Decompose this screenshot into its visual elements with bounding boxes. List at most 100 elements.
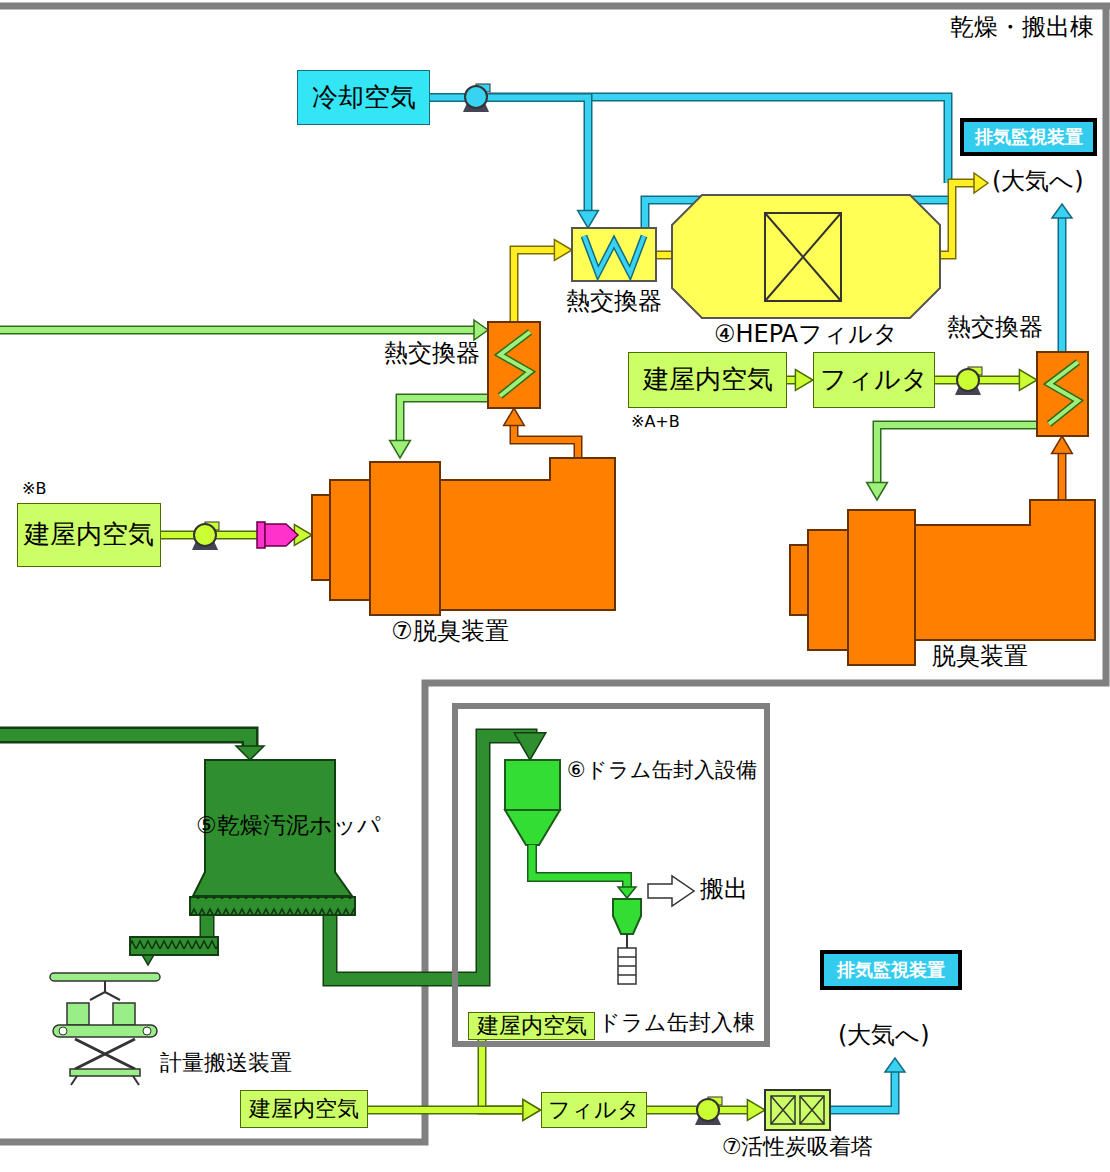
burner-symbol xyxy=(257,522,298,548)
drawing-part xyxy=(830,1070,895,1110)
flow-connector xyxy=(1052,436,1073,500)
heat-exchanger-shape xyxy=(1037,352,1088,436)
drawing-part xyxy=(130,937,218,955)
drawing-part xyxy=(532,845,627,888)
connector-line xyxy=(514,250,558,322)
drawing-part xyxy=(830,1070,895,1110)
node-label: 建屋内空気 xyxy=(477,1013,587,1038)
flow-connector xyxy=(514,240,572,322)
arrowhead xyxy=(554,240,572,261)
drawing-part xyxy=(808,530,848,650)
drawing-part xyxy=(618,948,636,984)
drawing-part xyxy=(67,1003,89,1025)
drawing-part xyxy=(130,937,218,955)
node-label: 冷却空気 xyxy=(312,83,416,113)
drawing-part xyxy=(75,1039,135,1069)
air-source-box: 建屋内空気 xyxy=(468,1012,595,1040)
drawing-part xyxy=(940,183,976,255)
drawing-part xyxy=(53,1025,157,1037)
drawing-part xyxy=(505,760,560,810)
connector-outline xyxy=(1058,450,1067,500)
flow-connector xyxy=(787,370,813,391)
exhaust-line xyxy=(1052,204,1072,352)
carry-out-arrow xyxy=(648,876,694,906)
connector-line xyxy=(877,425,1037,486)
arrowhead xyxy=(747,1100,765,1121)
node-label: 熱交換器 xyxy=(562,288,666,316)
connector-outline xyxy=(368,1106,526,1115)
drawing-part xyxy=(584,236,644,273)
drawing-part xyxy=(957,369,979,391)
heat-exchanger-shape xyxy=(488,322,540,408)
drawing-part xyxy=(626,934,628,948)
node-label: 建屋内空気 xyxy=(249,1096,359,1121)
drawing-part xyxy=(440,458,615,610)
connector-outline xyxy=(514,250,558,322)
drawing-part xyxy=(0,735,250,748)
drawing-part xyxy=(618,974,636,976)
arrowhead xyxy=(1052,436,1073,454)
node-label: ドラム缶封入棟 xyxy=(598,1010,755,1035)
drawing-part xyxy=(0,6,1106,1142)
drawing-part xyxy=(236,746,264,760)
drum-filling-unit-shape xyxy=(505,760,645,990)
pump-symbol xyxy=(463,84,490,112)
drawing-part xyxy=(70,1069,140,1076)
exhaust-line xyxy=(940,173,988,255)
drawing-part xyxy=(1049,362,1078,424)
hepa-filter-shape xyxy=(672,195,940,318)
building-frame xyxy=(0,6,1110,1142)
flow-connector xyxy=(656,255,672,256)
monitor-box: 排気監視装置 xyxy=(960,118,1097,156)
air-source-box: 建屋内空気※A+B xyxy=(628,352,787,408)
drawing-part xyxy=(465,86,487,108)
heat-exchanger: 熱交換器 xyxy=(1037,352,1088,436)
arrowhead xyxy=(390,440,411,458)
node-label: フィルタ xyxy=(548,1097,640,1122)
node-label: 排気監視装置 xyxy=(837,960,945,981)
drawing-part xyxy=(50,973,160,981)
connector-line xyxy=(1059,450,1065,500)
pump-symbol xyxy=(695,1097,722,1125)
drawing-part xyxy=(505,810,560,845)
outlet-note: (大気へ) xyxy=(838,1022,930,1050)
connector-line xyxy=(656,252,672,258)
drawing-part xyxy=(257,522,265,548)
drawing-part xyxy=(370,462,440,615)
node-label: ⑦活性炭吸着塔 xyxy=(690,1134,905,1159)
drawing-part xyxy=(71,1076,139,1085)
flow-connector xyxy=(430,98,598,229)
node-label: フィルタ xyxy=(820,365,928,395)
connector-line xyxy=(400,398,488,444)
connector-outline xyxy=(400,398,488,444)
building-name: 乾燥・搬出棟 xyxy=(950,14,1094,42)
connector-line xyxy=(482,1040,526,1110)
drawing-part xyxy=(113,1003,135,1025)
drawing-part xyxy=(1052,204,1072,218)
air-source-box: ※B建屋内空気 xyxy=(17,503,161,567)
arrowhead xyxy=(504,408,525,426)
connector-outline xyxy=(656,251,672,260)
drawing-part xyxy=(190,897,355,915)
drawing-part xyxy=(974,173,988,193)
deodorizer: ⑦脱臭装置 xyxy=(312,458,615,648)
drawing-part xyxy=(1059,216,1065,352)
connector-line xyxy=(368,1107,526,1113)
connector-outline xyxy=(330,736,530,979)
drawing-part xyxy=(0,3,1110,10)
connector-outline xyxy=(877,425,1037,486)
drawing-part xyxy=(0,326,476,335)
drawing-part xyxy=(500,332,530,396)
drawing-part xyxy=(771,1096,795,1124)
arrowhead xyxy=(867,482,888,500)
drawing-part xyxy=(194,524,216,546)
heat-exchanger: 熱交換器 xyxy=(572,228,656,281)
drawing-part xyxy=(532,845,627,888)
arrowhead xyxy=(514,733,546,760)
drawing-part xyxy=(885,1058,905,1072)
drawing-part xyxy=(765,213,841,301)
node-label: 熱交換器 xyxy=(945,314,1045,342)
drawing-part xyxy=(143,1027,151,1035)
node-label: 脱臭装置 xyxy=(920,643,1040,671)
drawing-part xyxy=(618,956,636,958)
